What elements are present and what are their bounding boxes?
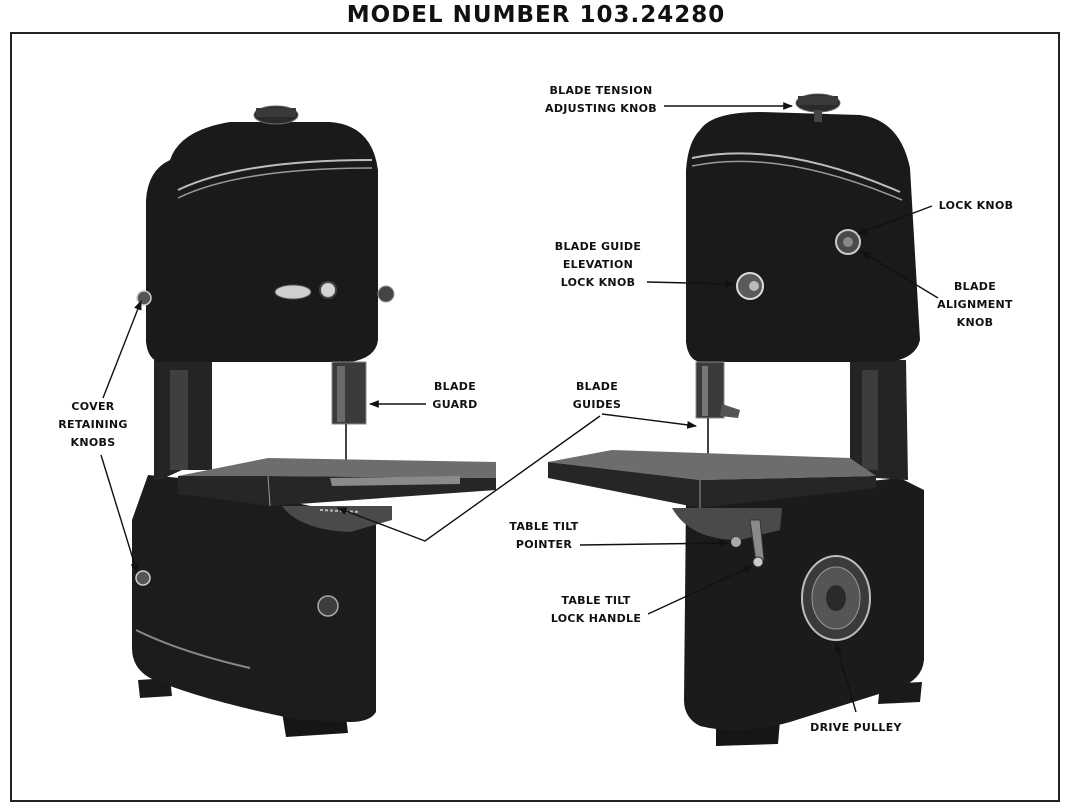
label-line: BLADE [953, 280, 997, 293]
label-line: TABLE TILT [561, 594, 631, 607]
label-table-tilt-lock-handle: TABLE TILT LOCK HANDLE [540, 592, 652, 628]
left-saw-upper-housing [146, 122, 378, 362]
label-blade-tension-adjusting-knob: BLADE TENSION ADJUSTING KNOB [536, 82, 666, 118]
right-saw-table-top [548, 450, 876, 480]
label-line: RETAINING [58, 418, 128, 431]
label-line: COVER [71, 400, 115, 413]
right-saw-blade-guide-post [695, 361, 725, 419]
label-line: LOCK KNOB [560, 276, 636, 289]
label-line: POINTER [515, 538, 573, 551]
label-cover-retaining-knobs: COVER RETAINING KNOBS [58, 398, 128, 452]
label-lock-knob: LOCK KNOB [934, 197, 1018, 215]
label-line: BLADE GUIDE [554, 240, 642, 253]
leader-lines [100, 102, 939, 713]
left-saw-cover-knob-upper [136, 290, 152, 306]
label-line: BLADE TENSION [549, 84, 653, 97]
label-line: ALIGNMENT [937, 298, 1013, 311]
right-saw-tilt-pointer [731, 537, 741, 547]
left-saw-lower-housing [132, 475, 376, 722]
label-line: KNOBS [70, 436, 116, 449]
label-drive-pulley: DRIVE PULLEY [800, 719, 912, 737]
label-line: ELEVATION [562, 258, 634, 271]
left-saw-cover-knob-lower [135, 570, 151, 586]
label-table-tilt-pointer: TABLE TILT POINTER [502, 518, 586, 554]
label-line: TABLE TILT [509, 520, 579, 533]
label-line: LOCK KNOB [938, 199, 1014, 212]
left-band-saw [132, 105, 496, 737]
label-line: BLADE [433, 380, 477, 393]
label-blade-guard: BLADE GUARD [426, 378, 484, 414]
figure-title: MODEL NUMBER 103.24280 [346, 2, 726, 28]
label-line: GUIDES [572, 398, 622, 411]
right-band-saw [548, 93, 924, 746]
label-line: DRIVE PULLEY [810, 721, 902, 734]
label-line: KNOB [956, 316, 994, 329]
left-saw-trunnion [282, 506, 392, 532]
label-line: BLADE [575, 380, 619, 393]
label-line: ADJUSTING KNOB [545, 102, 657, 115]
label-blade-alignment-knob: BLADE ALIGNMENT KNOB [932, 278, 1018, 332]
left-saw-badge [274, 284, 312, 300]
label-line: GUARD [432, 398, 478, 411]
right-saw-tilt-lock-handle [749, 519, 765, 563]
label-blade-guide-elevation-lock-knob: BLADE GUIDE ELEVATION LOCK KNOB [546, 238, 650, 292]
right-saw-upper-housing [686, 112, 920, 362]
right-saw-frame-arm [850, 360, 908, 480]
figure-frame [10, 32, 1060, 802]
label-blade-guides: BLADE GUIDES [566, 378, 628, 414]
label-line: LOCK HANDLE [550, 612, 642, 625]
left-saw-table-top [178, 458, 496, 478]
